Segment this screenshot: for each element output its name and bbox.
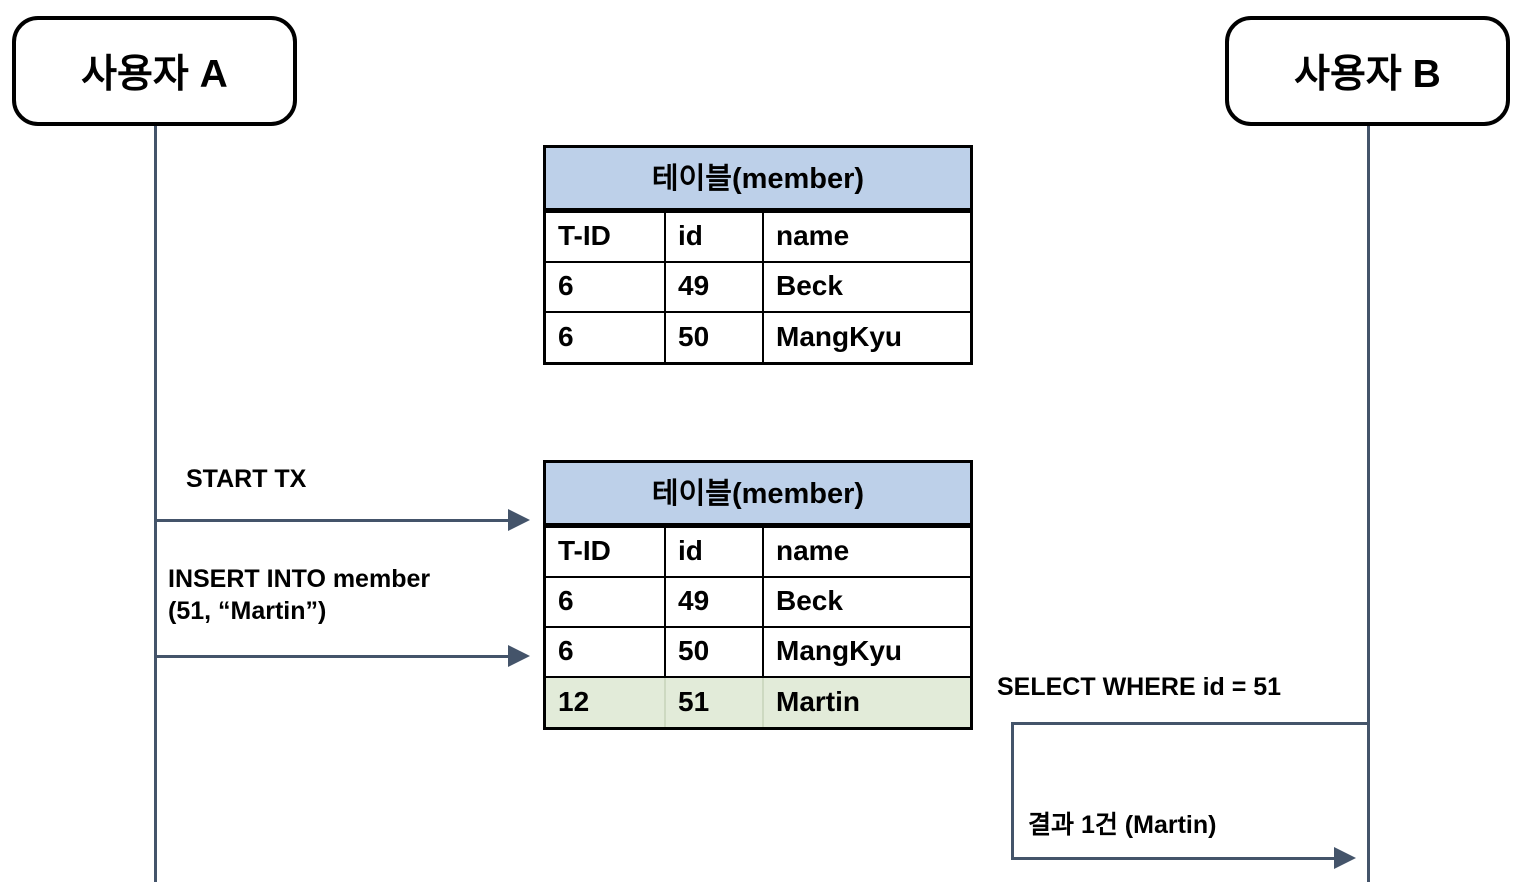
table-cell: MangKyu — [762, 311, 970, 362]
table-cell: 50 — [664, 626, 764, 678]
column-header-id: id — [664, 526, 764, 578]
actor-label-user-a: 사용자 A — [81, 53, 228, 96]
table-cell: 6 — [546, 626, 666, 678]
table-cell: 51 — [664, 676, 764, 727]
table-cell: 50 — [664, 311, 764, 362]
actor-box-user-b[interactable]: 사용자 B — [1225, 16, 1510, 126]
table-cell: 6 — [546, 311, 666, 362]
arrowhead-icon — [1334, 847, 1356, 869]
message-label-select: SELECT WHERE id = 51 — [997, 673, 1282, 701]
column-header-name: name — [762, 526, 970, 578]
message-label-result: 결과 1건 (Martin) — [1028, 811, 1217, 839]
column-header-id: id — [664, 211, 764, 263]
message-arrow-start-tx — [155, 519, 510, 522]
selfcall-bracket-bottom — [1011, 857, 1338, 860]
selfcall-bracket-top — [1011, 722, 1369, 725]
message-label-start-tx: START TX — [186, 465, 307, 493]
actor-label-user-b: 사용자 B — [1294, 53, 1441, 96]
table-cell: 6 — [546, 576, 666, 628]
table-cell: 49 — [664, 576, 764, 628]
lifeline-user-b — [1367, 126, 1370, 882]
arrowhead-icon — [508, 509, 530, 531]
selfcall-bracket-left — [1011, 722, 1014, 859]
column-header-t-id: T-ID — [546, 211, 666, 263]
table-cell: Martin — [762, 676, 970, 727]
arrowhead-icon — [508, 645, 530, 667]
actor-box-user-a[interactable]: 사용자 A — [12, 16, 297, 126]
table-cell: 6 — [546, 261, 666, 313]
column-header-name: name — [762, 211, 970, 263]
message-arrow-insert — [155, 655, 510, 658]
lifeline-user-a — [154, 126, 157, 882]
table-cell: 12 — [546, 676, 666, 727]
table-cell: Beck — [762, 576, 970, 628]
message-label-insert: INSERT INTO member (51, “Martin”) — [168, 565, 431, 625]
table-caption: 테이블(member) — [546, 463, 970, 526]
table-cell: 49 — [664, 261, 764, 313]
column-header-t-id: T-ID — [546, 526, 666, 578]
table-cell: MangKyu — [762, 626, 970, 678]
table-caption: 테이블(member) — [546, 148, 970, 211]
table-cell: Beck — [762, 261, 970, 313]
